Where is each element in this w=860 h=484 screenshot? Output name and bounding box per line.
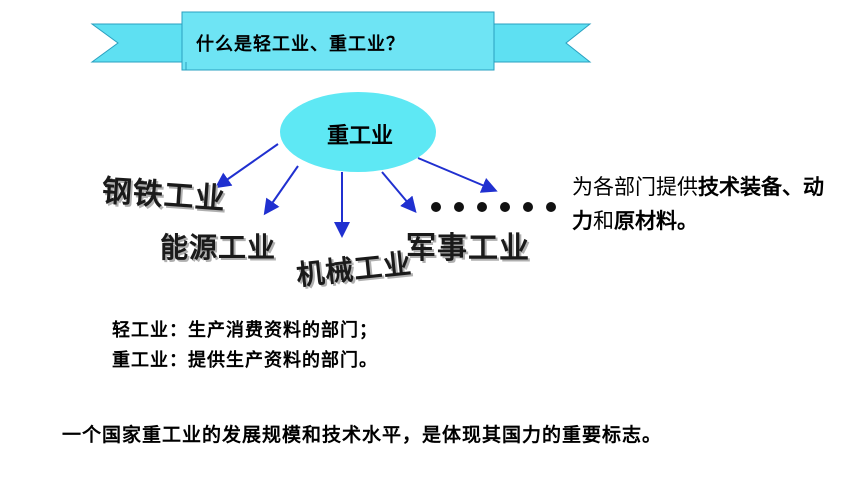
- banner-right-tail: [493, 23, 592, 63]
- ellipsis-dot: [477, 202, 487, 212]
- branch-military: 军事工业: [406, 231, 530, 266]
- banner-title: 什么是轻工业、重工业？: [196, 34, 405, 55]
- branch-energy: 能源工业: [160, 231, 277, 264]
- ellipsis-dot: [523, 202, 533, 212]
- ellipsis-dot: [454, 202, 464, 212]
- arrow-to-steel: [214, 143, 279, 189]
- desc-emphasis: 原材料: [614, 209, 677, 233]
- desc-text: 和: [593, 209, 614, 233]
- ellipsis-dots: [431, 202, 556, 212]
- ellipsis-dot: [431, 202, 441, 212]
- desc-text: 为各部门提供: [572, 175, 698, 199]
- function-description: 为各部门提供技术装备、动力和原材料。: [572, 170, 842, 238]
- arrow-to-military: [381, 171, 417, 214]
- arrow-to-energy: [263, 165, 299, 216]
- desc-emphasis: 动力: [572, 175, 824, 233]
- ellipsis-dot: [500, 202, 510, 212]
- center-ellipse: [280, 92, 436, 172]
- desc-punct: 。: [677, 209, 698, 233]
- ellipsis-dot: [546, 202, 556, 212]
- center-label: 重工业: [326, 124, 393, 149]
- banner-left-tail: [90, 23, 187, 63]
- banner-body: [181, 11, 495, 71]
- title-banner: [90, 11, 592, 71]
- desc-emphasis: 技术装备: [698, 175, 782, 199]
- desc-punct: 、: [782, 175, 803, 199]
- branch-steel: 钢铁工业: [100, 173, 227, 218]
- heavy-industry-definition: 重工业：提供生产资料的部门。: [112, 350, 378, 371]
- light-industry-definition: 轻工业：生产消费资料的部门；: [112, 320, 378, 341]
- conclusion-text: 一个国家重工业的发展规模和技术水平，是体现其国力的重要标志。: [62, 424, 663, 446]
- arrow-to-ellipsis: [417, 157, 498, 193]
